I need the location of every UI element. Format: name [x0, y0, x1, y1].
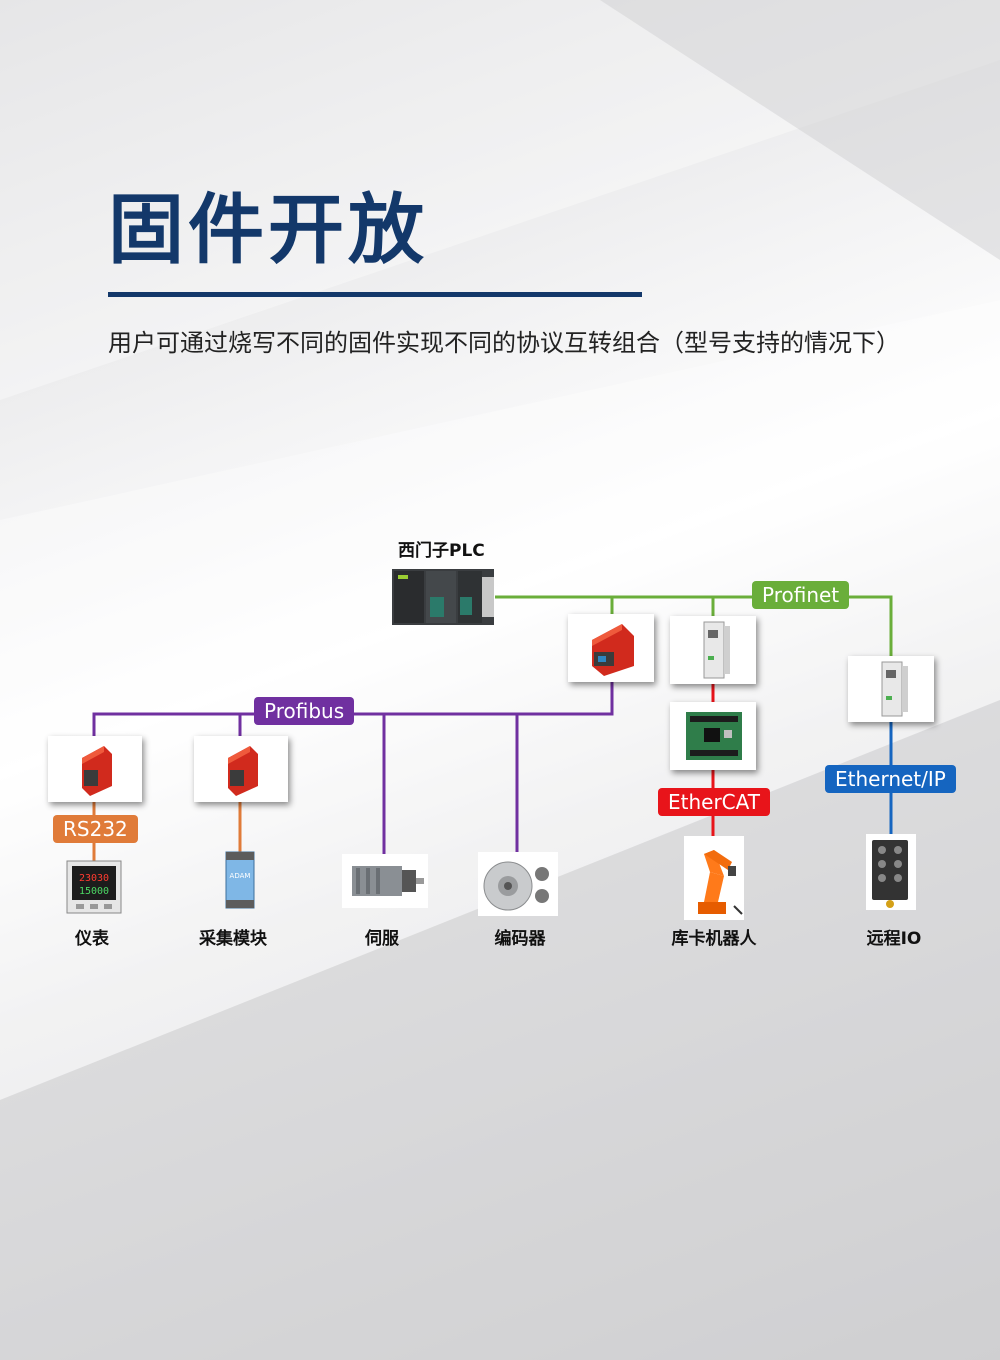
gateway-module-icon	[228, 746, 258, 796]
device-label-instrument: 仪表	[75, 929, 109, 949]
circuit-board-icon	[686, 712, 742, 760]
profinet-trunk	[495, 595, 893, 660]
profibus-rs232-gateway-card-2	[194, 736, 288, 802]
kuka-robot-icon	[684, 836, 744, 920]
page-title: 固件开放	[108, 185, 428, 274]
remote-io-icon	[866, 834, 916, 910]
device-label-servo: 伺服	[365, 929, 399, 949]
ethernetip-gateway-card	[848, 656, 934, 722]
plc-label: 西门子PLC	[398, 541, 485, 561]
device-label-robot: 库卡机器人	[671, 929, 757, 949]
ethernetip-label: Ethernet/IP	[825, 765, 956, 793]
acq-brand-text: ADAM	[230, 872, 251, 880]
device-label-remote-io: 远程IO	[866, 929, 922, 949]
device-label-acquisition: 采集模块	[199, 929, 267, 949]
gateway-module-icon	[82, 746, 112, 796]
din-rail-module-icon	[703, 621, 730, 679]
ethercat-board-card	[670, 702, 756, 770]
plc-rack-icon	[392, 569, 494, 625]
profibus-label: Profibus	[254, 697, 355, 725]
instrument-display-bottom: 15000	[79, 886, 109, 897]
gateway-module-icon	[592, 624, 634, 676]
profinet-label: Profinet	[752, 581, 850, 609]
servo-motor-icon	[342, 854, 428, 908]
ethercat-gateway-card	[670, 616, 756, 684]
profibus-rs232-gateway-card-1	[48, 736, 142, 802]
device-label-encoder: 编码器	[494, 929, 546, 949]
rs232-label: RS232	[53, 815, 138, 843]
title-underline	[108, 292, 642, 297]
profinet-profibus-gateway-card	[568, 614, 654, 682]
instrument-display-top: 23030	[79, 873, 109, 884]
page-subtitle: 用户可通过烧写不同的固件实现不同的协议互转组合（型号支持的情况下）	[108, 329, 900, 357]
acquisition-module-icon: ADAM	[225, 851, 255, 909]
instrument-icon: 23030 15000	[66, 860, 122, 914]
encoder-icon	[478, 852, 558, 916]
din-rail-module-icon	[881, 661, 908, 717]
ethercat-label: EtherCAT	[658, 788, 770, 816]
